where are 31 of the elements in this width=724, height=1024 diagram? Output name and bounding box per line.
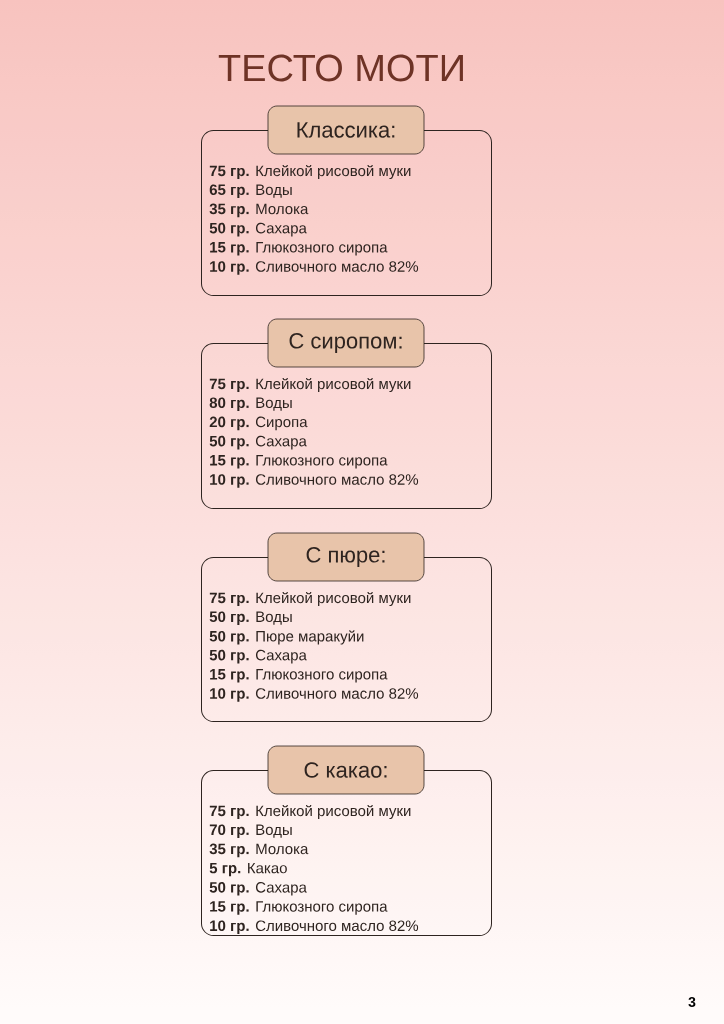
ingredient-line: 70 гр. Воды: [209, 824, 292, 838]
ingredient-line: 50 гр. Пюре маракуйи: [209, 630, 364, 645]
ingredient-line: 35 гр. Молока: [209, 203, 309, 218]
ingredient-line: 50 гр. Сахара: [209, 882, 307, 896]
heading-tab: Классика:: [267, 105, 425, 155]
ingredient-line: 50 гр. Сахара: [209, 649, 307, 664]
ingredient-line: 10 гр. Сливочного масло 82%: [210, 688, 419, 702]
ingredient-line: 15 гр. Глюкозного сиропа: [210, 242, 388, 256]
page-number: 3: [688, 997, 696, 1007]
ingredient-line: 20 гр. Сиропа: [209, 416, 308, 431]
ingredient-line: 15 гр. Глюкозного сиропа: [210, 669, 388, 683]
ingredient-line: 50 гр. Сахара: [209, 435, 307, 450]
ingredient-line: 75 гр. Клейкой рисовой муки: [209, 164, 411, 180]
ingredient-line: 15 гр. Глюкозного сиропа: [210, 901, 388, 915]
heading-tab: С сиропом:: [267, 318, 425, 368]
ingredient-line: 10 гр. Сливочного масло 82%: [210, 474, 419, 488]
ingredient-line: 50 гр. Сахара: [209, 222, 307, 237]
ingredient-line: 75 гр. Клейкой рисовой муки: [209, 804, 411, 820]
ingredient-line: 5 гр. Какао: [209, 862, 287, 877]
heading-tab: С пюре:: [267, 532, 425, 582]
ingredient-line: 75 гр. Клейкой рисовой муки: [209, 377, 411, 393]
ingredient-line: 65 гр. Воды: [209, 184, 292, 198]
ingredient-line: 10 гр. Сливочного масло 82%: [210, 920, 419, 934]
heading-tab: С какао:: [267, 745, 425, 795]
ingredient-line: 15 гр. Глюкозного сиропа: [210, 455, 388, 469]
ingredient-line: 80 гр. Воды: [209, 397, 292, 411]
ingredient-line: 50 гр. Воды: [209, 611, 292, 625]
ingredient-line: 35 гр. Молока: [209, 843, 309, 858]
ingredient-line: 10 гр. Сливочного масло 82%: [210, 261, 419, 275]
ingredient-line: 75 гр. Клейкой рисовой муки: [209, 591, 411, 607]
page-title: ТЕСТО МОТИ: [218, 54, 463, 82]
